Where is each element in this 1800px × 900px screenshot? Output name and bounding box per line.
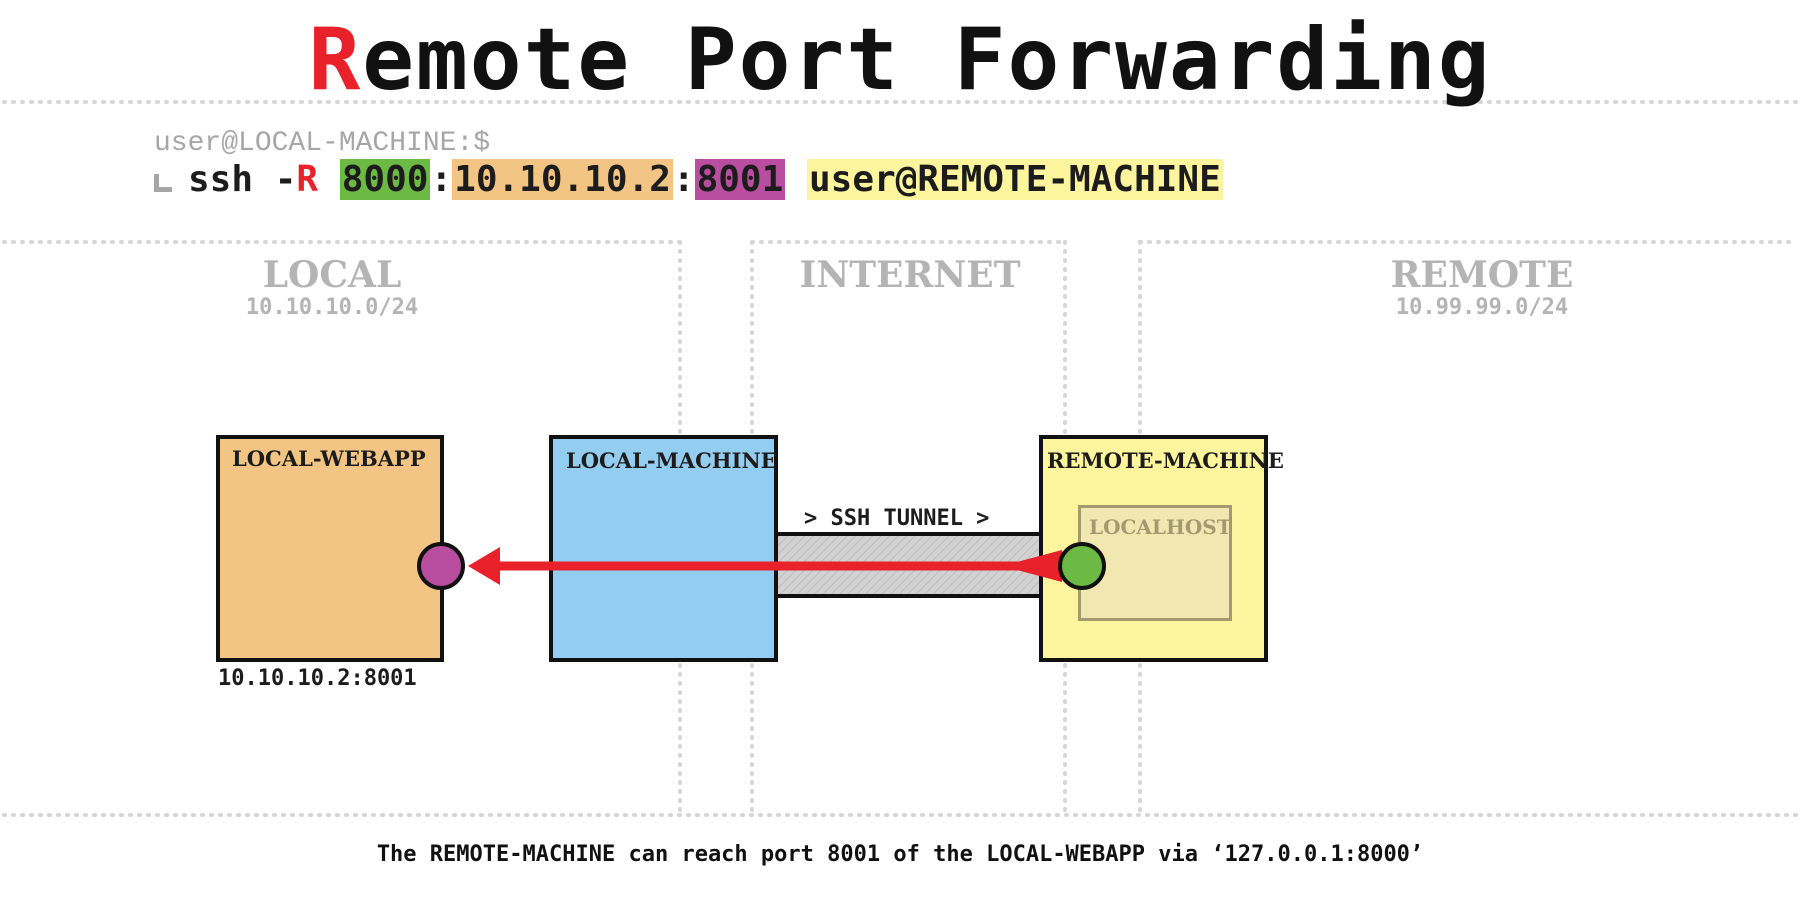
cmd-destination: user@REMOTE-MACHINE xyxy=(806,159,1223,200)
title-first-letter: R xyxy=(308,10,363,110)
prompt-corner-icon xyxy=(154,174,172,192)
remote-machine-label: REMOTE-MACHINE xyxy=(1047,448,1284,473)
local-webapp-address: 10.10.10.2:8001 xyxy=(218,666,417,691)
title-rest: emote Port Forwarding xyxy=(362,10,1492,110)
cmd-sep-1: : xyxy=(430,159,453,200)
diagram-caption: The REMOTE-MACHINE can reach port 8001 o… xyxy=(376,842,1424,867)
ssh-tunnel xyxy=(774,532,1042,598)
local-webapp-label: LOCAL-WEBAPP xyxy=(232,446,426,471)
cmd-target-host: 10.10.10.2 xyxy=(452,159,673,200)
cmd-sep-2: : xyxy=(672,159,695,200)
cmd-target-port: 8001 xyxy=(694,159,786,200)
zone-remote-title: REMOTE xyxy=(1390,254,1574,296)
localhost-label: LOCALHOST xyxy=(1089,515,1232,539)
local-webapp-box xyxy=(216,435,444,662)
ssh-command: ssh -R 8000:10.10.10.2:8001 user@REMOTE-… xyxy=(188,158,1223,202)
shell-prompt: user@LOCAL-MACHINE:$ xyxy=(154,128,491,159)
zone-internet-title: INTERNET xyxy=(799,254,1021,296)
tunnel-label: > SSH TUNNEL > xyxy=(804,506,990,531)
zone-local-cidr: 10.10.10.0/24 xyxy=(245,295,419,320)
zone-remote-cidr: 10.99.99.0/24 xyxy=(1395,295,1569,320)
cmd-local-port: 8000 xyxy=(339,159,431,200)
local-machine-label: LOCAL-MACHINE xyxy=(566,448,777,473)
zone-local-title: LOCAL xyxy=(262,254,402,296)
page-title: Remote Port Forwarding xyxy=(0,10,1800,110)
cmd-flag: R xyxy=(296,159,319,200)
local-machine-box xyxy=(549,435,778,662)
cmd-base: ssh - xyxy=(188,159,297,200)
